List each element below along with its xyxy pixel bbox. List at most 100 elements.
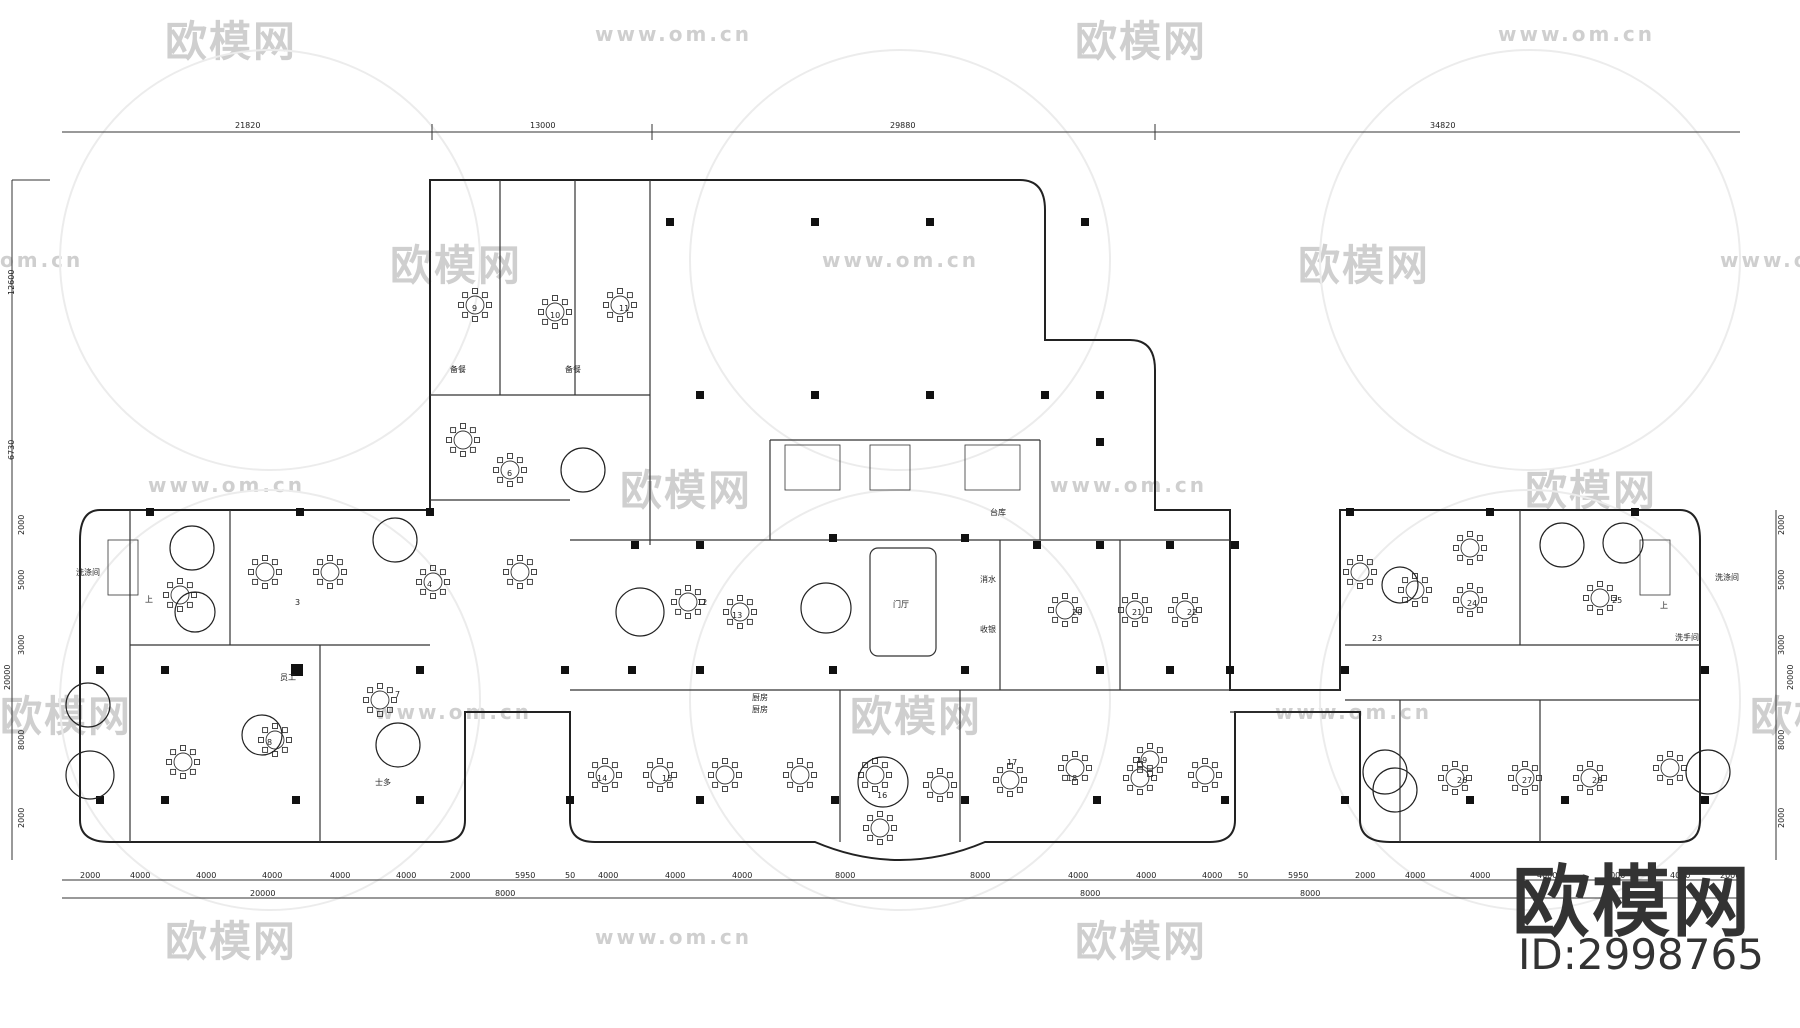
column xyxy=(1096,541,1104,549)
room-number: 15 xyxy=(662,774,672,783)
round-table xyxy=(603,288,637,322)
label-washroom-left: 洗涤间 xyxy=(76,567,100,577)
round-table xyxy=(1398,573,1432,607)
round-table xyxy=(538,295,572,329)
dim-bottom: 4000 xyxy=(396,871,416,880)
column xyxy=(161,796,169,804)
round-table xyxy=(1188,758,1222,792)
dim-left: 8000 xyxy=(17,730,26,750)
dim-top: 34820 xyxy=(1430,121,1455,130)
dim-bottom: 2000 xyxy=(1355,871,1375,880)
watermark-url: www.om.cn xyxy=(1050,473,1208,497)
round-feature xyxy=(800,582,852,634)
label-up: 上 xyxy=(1660,601,1668,610)
round-feature xyxy=(372,517,418,563)
round-feature xyxy=(241,714,283,756)
room-number: 28 xyxy=(1592,776,1602,785)
round-table xyxy=(163,578,197,612)
round-feature xyxy=(560,447,606,493)
room-number: 27 xyxy=(1522,776,1532,785)
brand-logo: 欧模网 xyxy=(1512,858,1753,948)
round-table xyxy=(1508,761,1542,795)
column xyxy=(961,534,969,542)
room-number: 16 xyxy=(877,791,887,800)
round-table xyxy=(1118,593,1152,627)
dim-right: 20000 xyxy=(1786,665,1795,690)
column xyxy=(1631,508,1639,516)
dimension-text-bottom: 2000 4000 4000 4000 4000 4000 2000 5950 50 4000 40… xyxy=(80,871,1740,898)
watermark-logo: 欧模网 xyxy=(0,692,133,741)
room-number: 21 xyxy=(1132,608,1142,617)
building-outline xyxy=(79,179,1701,861)
round-table xyxy=(1583,581,1617,615)
dim-bottom: 5950 xyxy=(515,871,535,880)
column xyxy=(1341,666,1349,674)
round-table xyxy=(416,565,450,599)
round-table xyxy=(923,768,957,802)
round-feature xyxy=(1685,749,1731,795)
round-table xyxy=(643,758,677,792)
room-number: 13 xyxy=(732,611,742,620)
room-number: 6 xyxy=(507,469,512,478)
round-table xyxy=(1573,761,1607,795)
watermark-logo: 欧模网 xyxy=(165,917,298,966)
dim-bottom: 50 xyxy=(565,871,575,880)
round-feature xyxy=(857,756,909,808)
dim-bottom: 4000 xyxy=(130,871,150,880)
dim-bottom-total: 20000 xyxy=(250,889,275,898)
dim-left: 5000 xyxy=(17,570,26,590)
room-number: 9 xyxy=(472,304,477,313)
round-table xyxy=(458,288,492,322)
dim-bottom: 4000 xyxy=(732,871,752,880)
watermark-url: om.cn xyxy=(0,248,84,272)
watermark-url: www.om.cn xyxy=(1498,22,1656,46)
column xyxy=(1466,796,1474,804)
dim-top: 13000 xyxy=(530,121,555,130)
room-number: 3 xyxy=(295,598,300,607)
round-feature xyxy=(375,722,421,768)
column xyxy=(1093,796,1101,804)
column xyxy=(1096,391,1104,399)
dim-right: 5000 xyxy=(1777,570,1786,590)
column xyxy=(696,541,704,549)
lobby-rect xyxy=(869,547,937,657)
label-cashier: 收银 xyxy=(980,624,996,634)
round-table xyxy=(248,555,282,589)
watermark-logo: 欧模网 xyxy=(620,466,753,515)
dim-bottom: 2000 xyxy=(1720,871,1740,880)
column xyxy=(926,391,934,399)
round-table xyxy=(783,758,817,792)
room-number: 20 xyxy=(1072,608,1082,617)
round-feature xyxy=(169,525,215,571)
dim-top: 29880 xyxy=(890,121,915,130)
column xyxy=(926,218,934,226)
room-number: 25 xyxy=(1612,596,1622,605)
round-table xyxy=(723,595,757,629)
dim-bottom-total: 8000 xyxy=(1300,889,1320,898)
room-number: 11 xyxy=(619,304,629,313)
dim-bottom: 8000 xyxy=(835,871,855,880)
round-feature xyxy=(615,587,665,637)
room-number: 4 xyxy=(427,580,432,589)
column xyxy=(96,666,104,674)
dim-right: 3000 xyxy=(1777,635,1786,655)
dim-bottom: 4000 xyxy=(1605,871,1625,880)
column xyxy=(561,666,569,674)
column xyxy=(1231,541,1239,549)
room-number: 26 xyxy=(1457,776,1467,785)
column xyxy=(416,666,424,674)
round-table xyxy=(1133,743,1167,777)
column xyxy=(146,508,154,516)
dim-left: 2000 xyxy=(17,515,26,535)
dim-bottom: 4000 xyxy=(1670,871,1690,880)
round-table xyxy=(863,811,897,845)
dim-bottom: 4000 xyxy=(262,871,282,880)
dim-bottom: 4000 xyxy=(1537,871,1557,880)
round-table xyxy=(1453,583,1487,617)
watermark-url: www.om.cn xyxy=(595,925,753,949)
column xyxy=(1166,666,1174,674)
column xyxy=(829,534,837,542)
round-table xyxy=(588,758,622,792)
column xyxy=(1081,218,1089,226)
